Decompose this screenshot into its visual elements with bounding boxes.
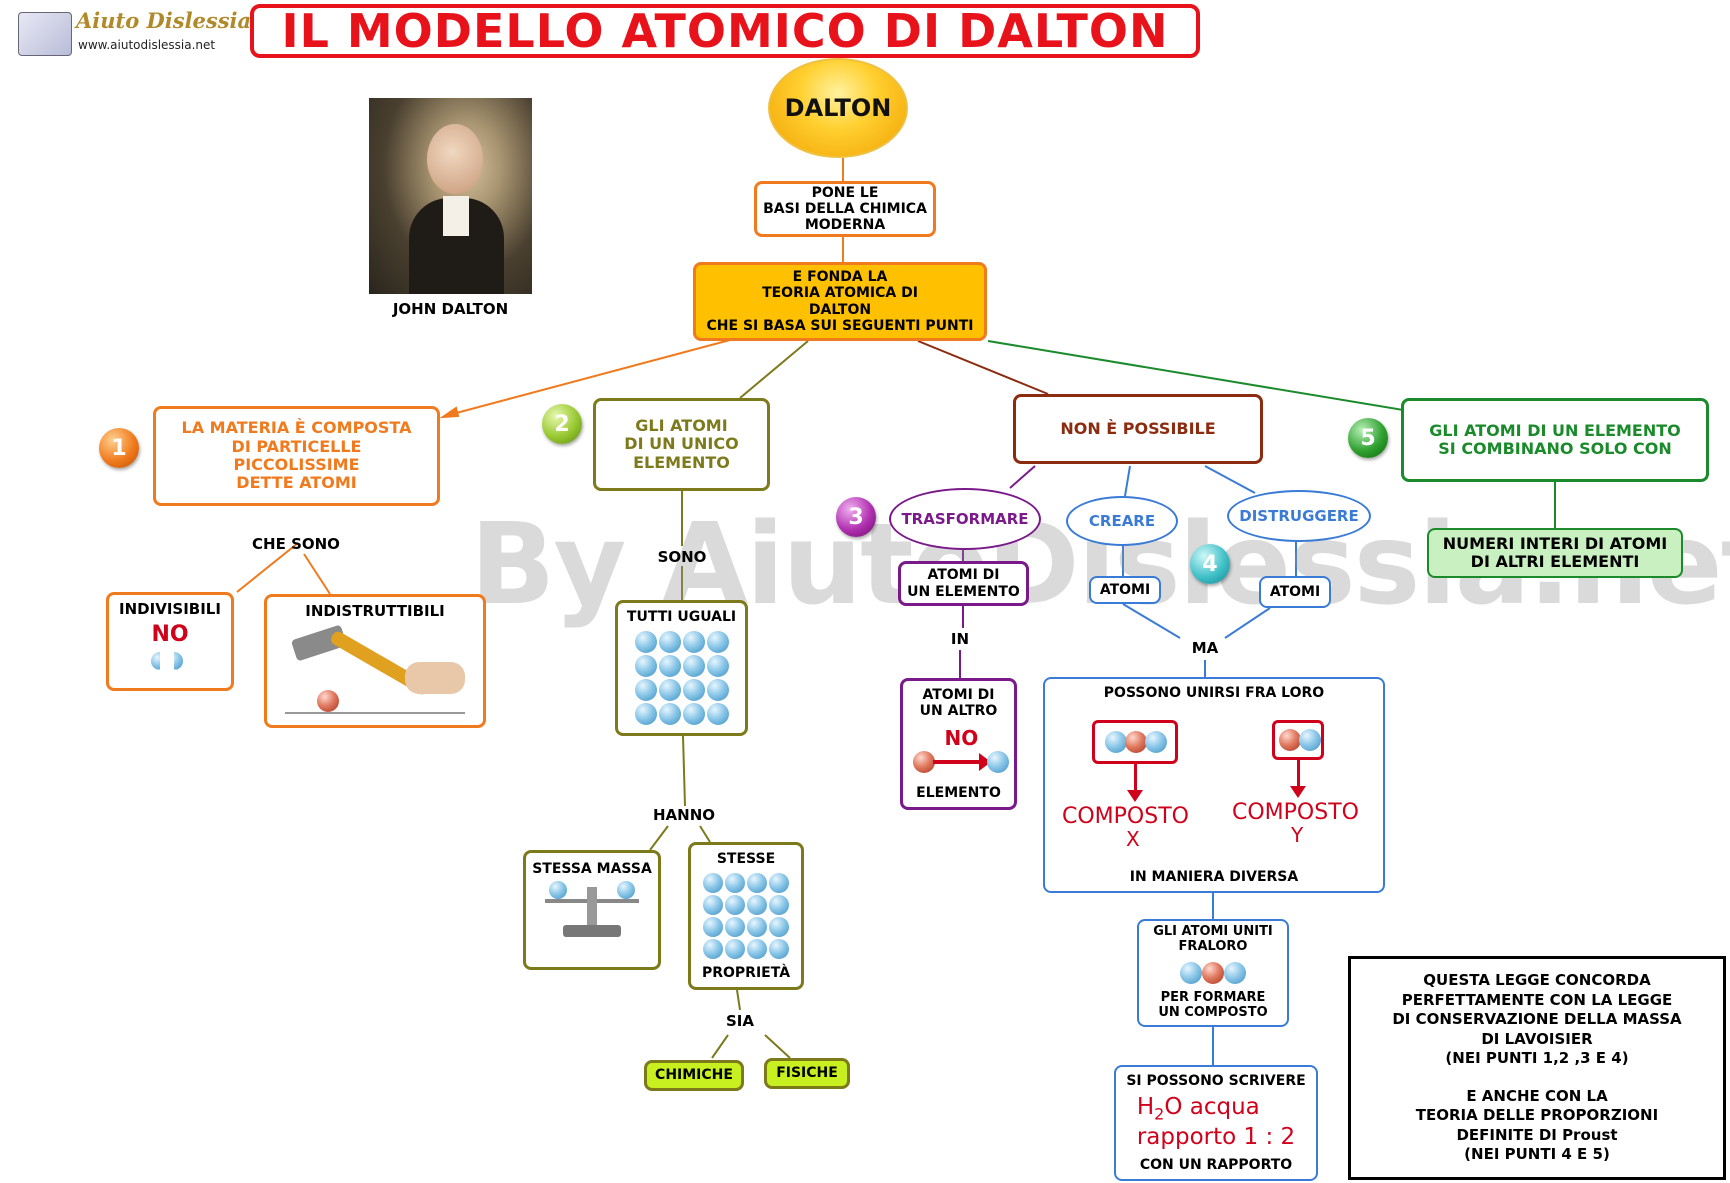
no-label: NO <box>151 622 189 648</box>
balance-scale-icon <box>537 877 647 947</box>
atom-grid-icon <box>634 631 729 726</box>
compound-y-icon <box>1272 720 1324 760</box>
atomi-unico-elemento-box: GLI ATOMI DI UN UNICO ELEMENTO <box>593 398 770 491</box>
chimiche-box: CHIMICHE <box>644 1060 744 1091</box>
book-icon <box>18 12 72 56</box>
john-dalton-portrait <box>369 98 532 294</box>
atomi-altro-elemento-box: ATOMI DI UN ALTRO NO ELEMENTO <box>900 678 1017 810</box>
hammer-icon <box>275 620 475 720</box>
atomi-distruggere-box: ATOMI <box>1259 576 1331 608</box>
ma-label: MA <box>1191 639 1219 657</box>
trasformare-ellipse: TRASFORMARE <box>889 488 1041 550</box>
page-title: IL MODELLO ATOMICO DI DALTON <box>250 4 1200 58</box>
distruggere-ellipse: DISTRUGGERE <box>1227 490 1371 542</box>
indivisibili-box: INDIVISIBILI NO <box>106 592 234 691</box>
si-possono-scrivere-box: SI POSSONO SCRIVERE H2O acqua rapporto 1… <box>1114 1065 1318 1181</box>
stessa-massa-box: STESSA MASSA <box>523 850 661 970</box>
indistruttibili-box: INDISTRUTTIBILI <box>264 594 486 728</box>
stesse-proprieta-box: STESSE PROPRIETÀ <box>688 842 804 990</box>
compound-x-icon <box>1092 720 1178 764</box>
in-label: IN <box>950 630 970 648</box>
sia-label: SIA <box>726 1012 754 1030</box>
logo[interactable]: Aiuto Dislessia www.aiutodislessia.net <box>16 8 251 58</box>
atomi-uniti-box: GLI ATOMI UNITI FRALORO PER FORMARE UN C… <box>1137 919 1289 1027</box>
split-atom-icon <box>145 650 195 674</box>
che-sono-label: CHE SONO <box>252 535 340 553</box>
non-possibile-box: NON È POSSIBILE <box>1013 394 1263 464</box>
logo-url: www.aiutodislessia.net <box>78 38 216 52</box>
transform-arrow-icon: NO <box>909 727 1009 774</box>
number-4-badge: 4 <box>1190 544 1230 584</box>
hanno-label: HANNO <box>652 806 716 824</box>
portrait-caption: JOHN DALTON <box>392 300 509 318</box>
number-1-badge: 1 <box>99 428 139 468</box>
teoria-atomica-box: E FONDA LA TEORIA ATOMICA DI DALTON CHE … <box>693 262 987 341</box>
atomi-elemento-box: ATOMI DI UN ELEMENTO <box>898 561 1029 606</box>
possono-unirsi-box: POSSONO UNIRSI FRA LORO COMPOSTO X COMPO… <box>1043 677 1385 893</box>
sono-label: SONO <box>657 548 707 566</box>
atomi-creare-box: ATOMI <box>1089 576 1161 604</box>
tutti-uguali-box: TUTTI UGUALI <box>615 600 748 736</box>
numeri-interi-box: NUMERI INTERI DI ATOMI DI ALTRI ELEMENTI <box>1427 528 1683 578</box>
formula-text: H2O acqua rapporto 1 : 2 <box>1136 1094 1296 1151</box>
atom-grid-icon-2 <box>703 873 789 959</box>
dalton-node: DALTON <box>768 58 908 158</box>
water-molecule-icon <box>1180 961 1246 985</box>
creare-ellipse: CREARE <box>1066 496 1178 546</box>
combinano-box: GLI ATOMI DI UN ELEMENTO SI COMBINANO SO… <box>1401 398 1709 482</box>
materia-box: LA MATERIA È COMPOSTA DI PARTICELLE PICC… <box>153 406 440 506</box>
number-3-badge: 3 <box>836 497 876 537</box>
number-5-badge: 5 <box>1348 418 1388 458</box>
fisiche-box: FISICHE <box>764 1058 850 1089</box>
logo-name: Aiuto Dislessia <box>76 8 252 33</box>
pone-basi-box: PONE LE BASI DELLA CHIMICA MODERNA <box>754 181 936 237</box>
legge-conservazione-box: QUESTA LEGGE CONCORDA PERFETTAMENTE CON … <box>1348 956 1726 1180</box>
number-2-badge: 2 <box>542 404 582 444</box>
